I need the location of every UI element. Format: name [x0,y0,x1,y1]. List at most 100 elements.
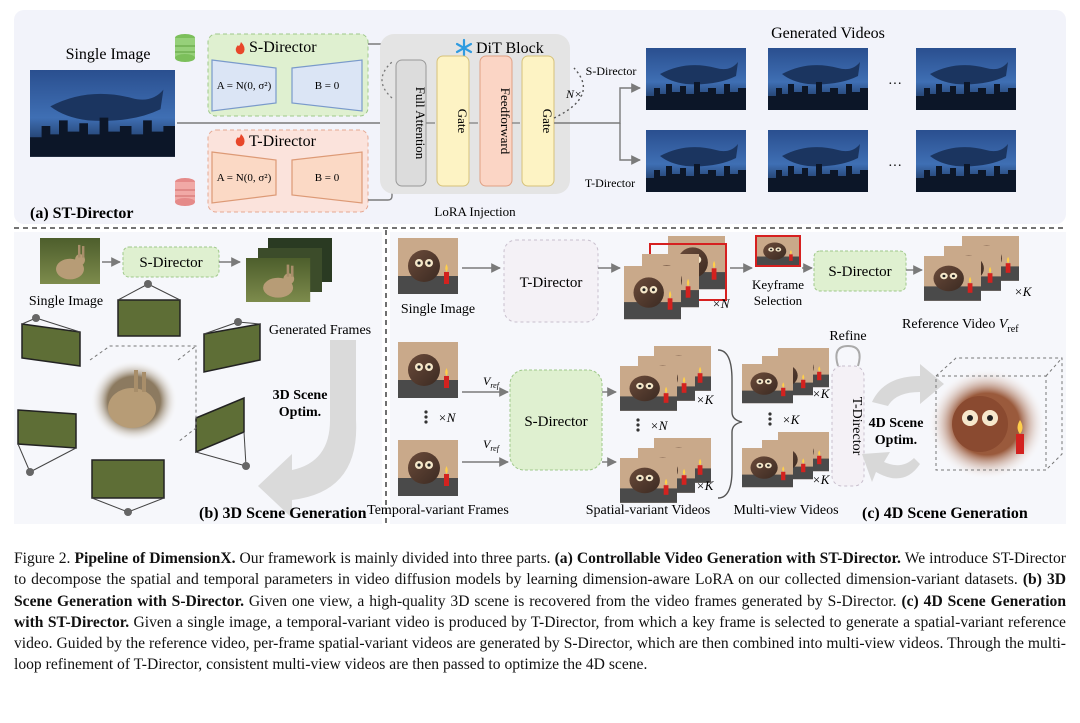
panel-c-label: (c) 4D Scene Generation [862,505,1028,522]
caption-b-head: (b) 3D Scene Generation with S-Director. [14,571,1066,610]
caption-a-text: We introduce ST-Director to decompose th… [14,550,1066,589]
c-4d-scene-cube [928,357,1063,480]
dit-title: DiT Block [476,40,544,57]
vertical-dots-3 [768,412,772,426]
branch-t-label: T-Director [585,176,635,190]
camera-view-2 [117,280,181,337]
c-times-n-top: ×N [712,296,731,311]
repeat-label: N× [565,87,582,101]
c-optim-line1: 4D Scene [869,416,924,431]
lora-a-eq-t: A = N(0, σ²) [217,172,272,184]
b-s-director-label: S-Director [139,255,202,271]
c-times-k-s2: ×K [696,478,715,493]
c-keyframe-line1: Keyframe [752,277,804,292]
lora-a-trapezoid-s [211,59,277,112]
c-spatial-videos-label: Spatial-variant Videos [586,503,710,518]
c-times-k-top: ×K [1014,284,1033,299]
c-times-k-m1: ×K [812,386,831,401]
caption-b-text: Given one view, a high-quality 3D scene … [248,592,897,610]
dit-loop-dotted [381,61,393,99]
lora-b-trapezoid-t [291,151,363,204]
c-times-k-mid: ×K [782,412,801,427]
c-s-director-mid-box [509,369,603,471]
fire-icon-s [235,42,245,55]
b-optim-line1: 3D Scene [273,388,328,403]
gate-2-block [521,55,555,187]
c-s-director-mid-label: S-Director [524,414,587,430]
single-image-whale [30,70,175,157]
pipeline-figure: Single Image S-Director A = N(0, σ²) B =… [14,10,1066,526]
camera-view-5 [195,396,250,470]
c-single-image-label: Single Image [401,302,475,317]
single-image-label: Single Image [66,46,151,63]
c-t-director-vertical-label: T-Director [849,397,864,456]
lora-a-trapezoid-t [211,151,277,204]
c-vref-label-2: Vref [483,437,501,453]
lora-b-trapezoid-s [291,59,363,112]
branch-s-label: S-Director [586,64,637,78]
c-keyframe-line2: Selection [754,293,803,308]
c-refine-label: Refine [829,329,866,344]
single-image-rabbit [40,238,100,284]
c-t-director-vertical-box [831,365,865,487]
feedforward-label: Feedforward [498,88,513,155]
caption-c-text: Given a single image, a temporal-variant… [14,613,1066,674]
panel-b-label: (b) 3D Scene Generation [199,505,367,522]
ellipsis-t: ··· [888,159,902,174]
c-temporal-frames-label: Temporal-variant Frames [367,503,509,518]
t-director-title: T-Director [249,133,317,150]
gate-2-label: Gate [540,109,555,134]
database-icon-t [175,178,195,206]
c-keyframe-thumb [755,235,801,267]
c-times-n-spatial: ×N [650,418,669,433]
c-t-director-label: T-Director [520,275,583,291]
b-generated-frames-label: Generated Frames [269,323,371,338]
gate-1-block [436,55,470,187]
c-brace [717,349,743,499]
c-temporal-frame-1 [398,342,458,398]
camera-view-6 [91,459,165,516]
c-temporal-video-stack [624,236,727,320]
generated-videos-label: Generated Videos [771,25,885,42]
c-s-director-top-box [813,250,907,292]
b-3d-scene-cube [89,345,197,443]
figure-caption: Figure 2. Pipeline of DimensionX. Our fr… [14,548,1066,676]
c-refine-loop [835,344,861,367]
s-video-frames [646,48,1016,110]
t-video-frames [646,130,1016,192]
database-icon-s [175,34,195,62]
b-generated-frames-stack [246,238,332,302]
c-t-director-box [503,239,599,323]
c-times-k-m2: ×K [812,472,831,487]
full-attention-label: Full Attention [413,87,428,160]
vertical-dots-2 [636,418,640,432]
caption-fig-num: Figure 2. [14,550,71,567]
c-optim-arrows [862,364,944,482]
s-director-title: S-Director [249,39,317,56]
camera-view-4 [17,409,77,476]
caption-a-head: (a) Controllable Video Generation with S… [554,550,901,567]
c-times-k-s1: ×K [696,392,715,407]
c-s-director-top-label: S-Director [828,264,891,280]
camera-view-3 [203,318,261,373]
lora-b-eq-s: B = 0 [315,80,340,92]
c-vref-label-1: Vref [483,374,501,390]
c-temporal-frame-2 [398,440,458,496]
caption-c-head: (c) 4D Scene Generation with ST-Director… [14,592,1066,631]
lora-injection-label: LoRA Injection [434,204,516,219]
c-optim-line2: Optim. [875,433,917,448]
c-multiview-label: Multi-view Videos [733,503,838,518]
line-t-to-dit [368,186,393,201]
lora-b-eq-t: B = 0 [315,172,340,184]
vertical-dots-1 [424,410,428,424]
fire-icon-t [235,134,245,147]
arrow-branch-t [619,123,641,165]
caption-intro: Our framework is mainly divided into thr… [239,550,551,567]
b-single-image-label: Single Image [29,294,103,309]
repeat-loop [553,67,585,119]
b-optim-arrow [258,340,357,518]
panel-a-label: (a) ST-Director [30,205,134,222]
ellipsis-s: ··· [888,77,902,92]
c-times-n-mid: ×N [438,410,457,425]
b-optim-line2: Optim. [279,405,321,420]
